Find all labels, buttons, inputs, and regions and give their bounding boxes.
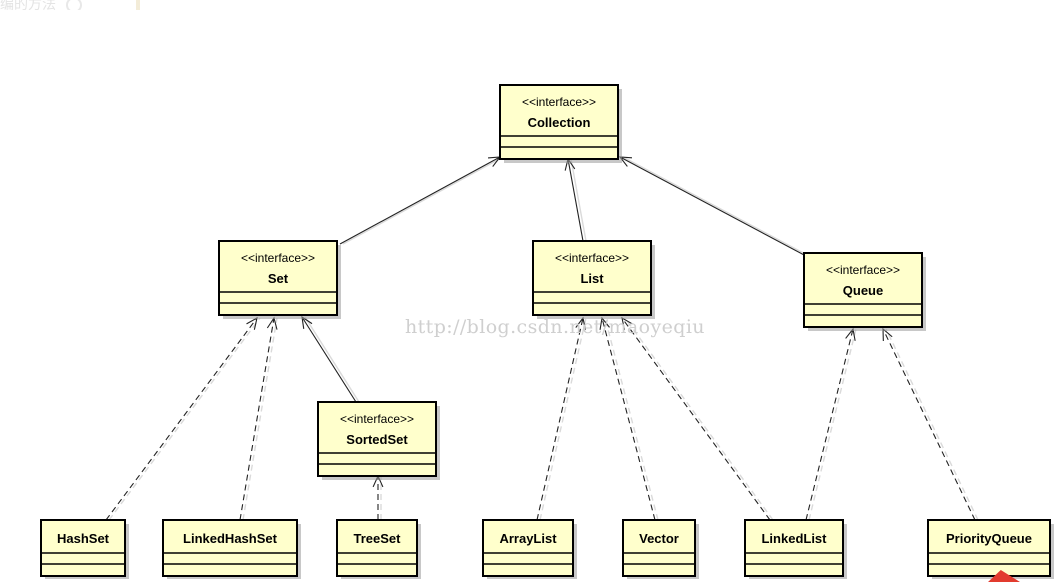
class-box-treeset[interactable]: TreeSet: [336, 519, 421, 579]
edge-set-to-collection: [339, 156, 504, 245]
circle-icon: [65, 0, 82, 10]
page-header: 编的方法: [0, 0, 200, 10]
class-box-linkedhashset[interactable]: LinkedHashSet: [162, 519, 301, 579]
class-name-label: HashSet: [57, 531, 110, 546]
edge-linkedlist-to-list: [621, 316, 774, 521]
class-box-arraylist[interactable]: ArrayList: [482, 519, 577, 579]
stereotype-label: <<interface>>: [340, 412, 414, 426]
class-name-label: Collection: [528, 115, 591, 130]
class-name-label: SortedSet: [346, 432, 408, 447]
class-name-label: LinkedHashSet: [183, 531, 278, 546]
arrowhead: [575, 316, 586, 330]
class-name-label: Vector: [639, 531, 679, 546]
class-box-list[interactable]: <<interface>> List: [532, 240, 655, 319]
edge-linkedlist-to-queue: [805, 327, 857, 521]
class-box-sortedset[interactable]: <<interface>> SortedSet: [317, 401, 440, 480]
class-name-label: PriorityQueue: [946, 531, 1032, 546]
edges-layer: [105, 156, 979, 521]
edge-treeset-to-sortedset: [372, 474, 384, 520]
edge-vector-to-list: [599, 316, 659, 521]
bar-icon: [135, 0, 140, 10]
class-box-queue[interactable]: <<interface>> Queue: [803, 252, 926, 331]
edge-list-to-collection: [564, 157, 587, 242]
edge-sortedset-to-set: [301, 315, 360, 403]
edge-hashset-to-set: [105, 316, 261, 521]
class-name-label: Set: [268, 271, 289, 286]
nodes-layer: <<interface>>Collection<<interface>>Set<…: [40, 84, 1054, 579]
arrowhead: [621, 316, 633, 330]
class-box-hashset[interactable]: HashSet: [40, 519, 129, 579]
page-header-text: 编的方法: [0, 0, 56, 10]
stereotype-label: <<interface>>: [522, 95, 596, 109]
stereotype-label: <<interface>>: [826, 263, 900, 277]
class-name-label: TreeSet: [354, 531, 402, 546]
class-box-priorityqueue[interactable]: PriorityQueue: [927, 519, 1054, 579]
class-name-label: ArrayList: [499, 531, 557, 546]
arrowhead: [246, 316, 258, 330]
class-box-set[interactable]: <<interface>> Set: [218, 240, 341, 319]
class-name-label: LinkedList: [761, 531, 827, 546]
class-box-vector[interactable]: Vector: [622, 519, 699, 579]
edge-arraylist-to-list: [536, 316, 587, 521]
stereotype-label: <<interface>>: [241, 251, 315, 265]
edge-linkedhashset-to-set: [239, 316, 278, 521]
class-name-label: Queue: [843, 283, 883, 298]
arrowhead: [599, 316, 610, 330]
edge-priorityqueue-to-queue: [882, 327, 979, 521]
stereotype-label: <<interface>>: [555, 251, 629, 265]
class-name-label: List: [580, 271, 604, 286]
class-box-collection[interactable]: <<interface>> Collection: [499, 84, 622, 163]
class-box-linkedlist[interactable]: LinkedList: [744, 519, 847, 579]
